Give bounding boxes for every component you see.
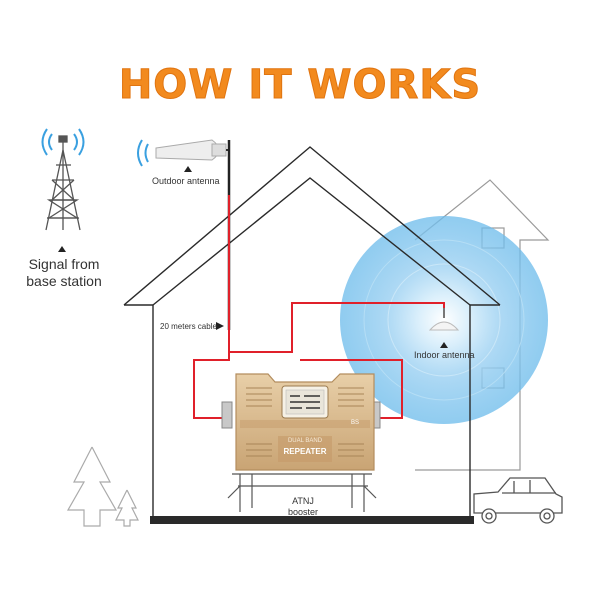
page-title: HOW IT WORKS — [118, 62, 482, 109]
repeater-brand: DUAL BAND — [287, 438, 323, 444]
cable-label: 20 meters cable — [160, 322, 217, 331]
pointer-icon — [58, 246, 66, 252]
signal-label: Signal from base station — [14, 256, 114, 290]
signal-label-line1: Signal from — [28, 256, 100, 272]
main-house — [123, 146, 501, 522]
booster-stand — [227, 473, 377, 512]
repeater-port-label: BS — [351, 420, 360, 426]
booster-label: ATNJ booster — [278, 496, 328, 518]
repeater-name: REPEATER — [283, 447, 327, 456]
signal-coverage — [340, 216, 548, 424]
booster-label-line2: booster — [287, 507, 319, 517]
coax-cable — [193, 195, 445, 419]
indoor-antenna-icon — [428, 308, 460, 331]
indoor-antenna-label: Indoor antenna — [414, 350, 475, 360]
car-icon — [473, 477, 563, 524]
booster-label-line1: ATNJ — [292, 496, 314, 506]
repeater-device — [221, 373, 381, 471]
outdoor-antenna-icon — [137, 139, 230, 167]
outdoor-antenna-label: Outdoor antenna — [152, 176, 220, 186]
signal-label-line2: base station — [26, 273, 102, 289]
cable-pointer — [216, 322, 224, 330]
tree-icon — [66, 446, 139, 527]
floor — [150, 516, 474, 524]
cell-tower-icon — [41, 128, 85, 231]
